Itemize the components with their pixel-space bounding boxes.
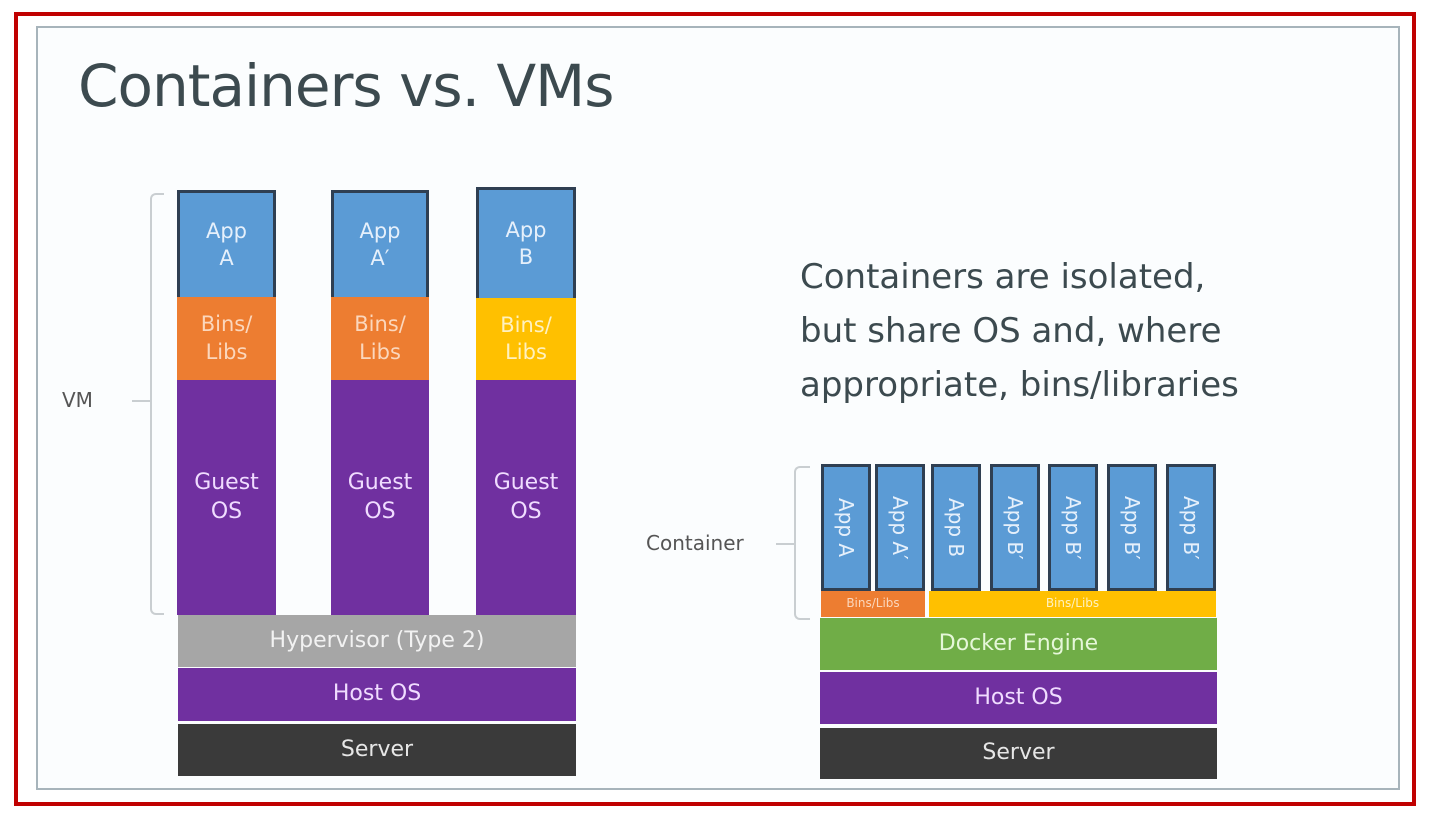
vm-app-b: App B: [476, 187, 576, 298]
docker-engine-layer: Docker Engine: [820, 618, 1217, 670]
outer-frame: [14, 12, 1416, 806]
vm-bins-libs: Bins/ Libs: [331, 297, 429, 380]
vm-app-label: App A′: [359, 218, 401, 270]
caption-line: but share OS and, where: [800, 311, 1222, 351]
container-app-label: App B: [944, 497, 968, 558]
vm-app-a: App A: [177, 190, 276, 297]
container-app: App B′: [1107, 464, 1157, 591]
vm-bins-libs: Bins/ Libs: [476, 298, 576, 380]
container-host-os-layer: Host OS: [820, 672, 1217, 724]
vm-guest-os: Guest OS: [476, 380, 576, 615]
container-app-label: App A′: [888, 495, 912, 560]
vm-hypervisor-layer: Hypervisor (Type 2): [178, 615, 576, 667]
vm-app-label: App B: [505, 217, 547, 269]
vm-bracket: [150, 193, 164, 615]
caption-line: Containers are isolated,: [800, 257, 1206, 297]
vm-server-layer: Server: [178, 724, 576, 776]
container-server-layer: Server: [820, 728, 1217, 779]
vm-bracket-tick: [132, 400, 150, 402]
container-bracket-tick: [776, 543, 794, 545]
vm-guest-os: Guest OS: [331, 380, 429, 615]
container-bins-libs-yellow: Bins/Libs: [929, 591, 1216, 617]
slide-title: Containers vs. VMs: [78, 52, 614, 120]
caption: Containers are isolated, but share OS an…: [800, 250, 1320, 412]
vm-app-a-prime: App A′: [331, 190, 429, 297]
container-app-label: App B′: [1003, 495, 1027, 560]
vm-guest-os: Guest OS: [177, 380, 276, 615]
container-app-label: App B′: [1179, 495, 1203, 560]
vm-guest-label: Guest OS: [493, 469, 559, 524]
container-app: App B′: [1048, 464, 1098, 591]
container-app: App B′: [990, 464, 1040, 591]
vm-host-os-layer: Host OS: [178, 668, 576, 721]
vm-app-label: App A: [205, 218, 248, 270]
container-app-label: App B′: [1120, 495, 1144, 560]
vm-label: VM: [62, 388, 93, 412]
vm-bins-label: Bins/ Libs: [354, 312, 406, 364]
vm-bins-label: Bins/ Libs: [200, 312, 253, 364]
caption-line: appropriate, bins/libraries: [800, 365, 1239, 405]
container-app: App A′: [875, 464, 925, 591]
container-app: App B′: [1166, 464, 1216, 591]
container-app-label: App A: [834, 497, 858, 558]
container-app: App B: [931, 464, 981, 591]
container-bins-libs-orange: Bins/Libs: [821, 591, 925, 617]
vm-bins-libs: Bins/ Libs: [177, 297, 276, 380]
container-label: Container: [646, 531, 744, 555]
container-app-label: App B′: [1061, 495, 1085, 560]
vm-bins-label: Bins/ Libs: [500, 312, 552, 364]
container-bracket: [794, 466, 810, 620]
vm-guest-label: Guest OS: [194, 469, 259, 524]
vm-guest-label: Guest OS: [347, 469, 413, 524]
container-app: App A: [821, 464, 871, 591]
